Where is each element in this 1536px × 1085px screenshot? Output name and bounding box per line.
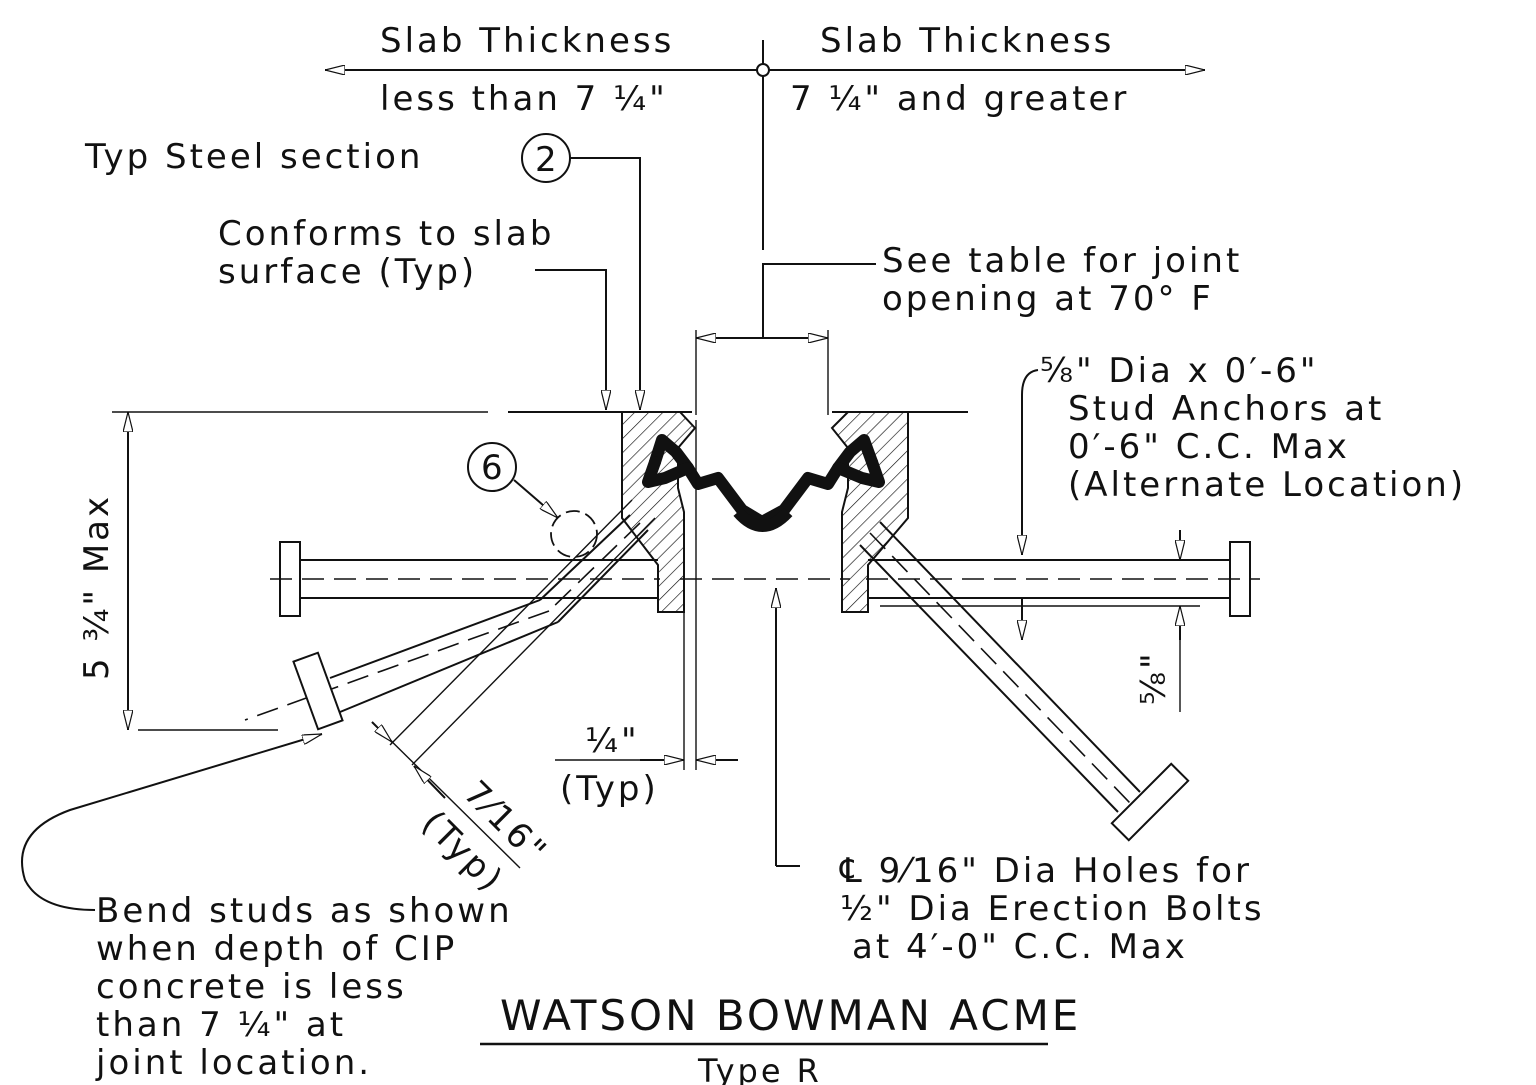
stud-leader-top [1022,369,1039,555]
left-thickness-range: less than 7 ¼" [380,79,668,119]
bend-studs-note: Bend studs as shown when depth of CIP co… [21,733,513,1083]
strip-seal-gland [642,434,885,532]
right-diagonal-stud [859,521,1190,842]
title-block: WATSON BOWMAN ACME Type R [480,991,1081,1085]
five-eighths-label: ⅝" [1134,650,1174,705]
bend-studs-leader [21,733,322,911]
see-table-label-1: See table for joint [882,241,1242,281]
divider-node [756,63,770,77]
conforms-label-2: surface (Typ) [218,252,477,292]
conforms-leader [535,269,606,410]
quarter-gap-dimension: ¼" (Typ) [555,420,738,809]
right-diagonal-stud-head [1110,762,1190,842]
stud-label-4: (Alternate Location) [1068,465,1466,505]
bent-stud-head [292,651,344,731]
erection-bolt-callout: ℄ 9⁄16" Dia Holes for ½" Dia Erection Bo… [776,588,1265,967]
quarter-typ-label: (Typ) [560,769,659,809]
bend-label-2: when depth of CIP [96,929,457,969]
left-thickness-label: Slab Thickness [380,21,674,61]
holes-label-2: ½" Dia Erection Bolts [840,889,1265,929]
left-horizontal-stud [270,541,660,617]
right-steel-section [830,411,909,613]
bend-label-3: concrete is less [96,967,407,1007]
stud-label-2: Stud Anchors at [1068,389,1384,429]
ref-bubble-2-text: 2 [535,140,557,180]
joint-opening-callout: See table for joint opening at 70° F [695,241,1242,415]
see-table-label-2: opening at 70° F [882,279,1214,319]
see-table-leader [762,263,876,338]
ref-bubble-6 [467,442,517,492]
drawing-title: WATSON BOWMAN ACME [500,991,1081,1040]
right-horizontal-stud [680,541,1260,617]
conforms-callout: Conforms to slab surface (Typ) [218,214,606,410]
bend-label-4: than 7 ¼" at [96,1005,346,1045]
slab-thickness-header: Slab Thickness less than 7 ¼" Slab Thick… [325,21,1205,250]
steel-section-label: Typ Steel section [84,137,423,177]
right-thickness-label: Slab Thickness [820,21,1114,61]
right-thickness-range: 7 ¼" and greater [790,79,1129,119]
ref-bubble-6-text: 6 [481,448,503,488]
holes-label-3: at 4′-0" C.C. Max [852,927,1188,967]
stud-label-1: ⅝" Dia x 0′-6" [1040,351,1319,391]
conforms-label-1: Conforms to slab [218,214,554,254]
depth-dim-label: 5 ¾" Max [77,494,117,680]
bend-label-1: Bend studs as shown [96,891,513,931]
left-bent-stud [244,514,649,731]
steel-section-leader [570,157,640,410]
five-eighths-dimension: ⅝" [880,530,1200,712]
holes-label-1: ℄ 9⁄16" Dia Holes for [839,851,1252,891]
drawing-subtitle: Type R [697,1052,822,1085]
depth-dimension: 5 ¾" Max [77,411,488,731]
ref-bubble-6-callout: 6 [467,442,598,558]
weld-location-circle [550,510,598,558]
quarter-label: ¼" [585,721,640,761]
stud-label-3: 0′-6" C.C. Max [1068,427,1350,467]
stud-anchor-callout: ⅝" Dia x 0′-6" Stud Anchors at 0′-6" C.C… [1022,351,1466,640]
bend-label-5: joint location. [95,1043,372,1083]
steel-section-callout: Typ Steel section 2 [84,133,640,410]
